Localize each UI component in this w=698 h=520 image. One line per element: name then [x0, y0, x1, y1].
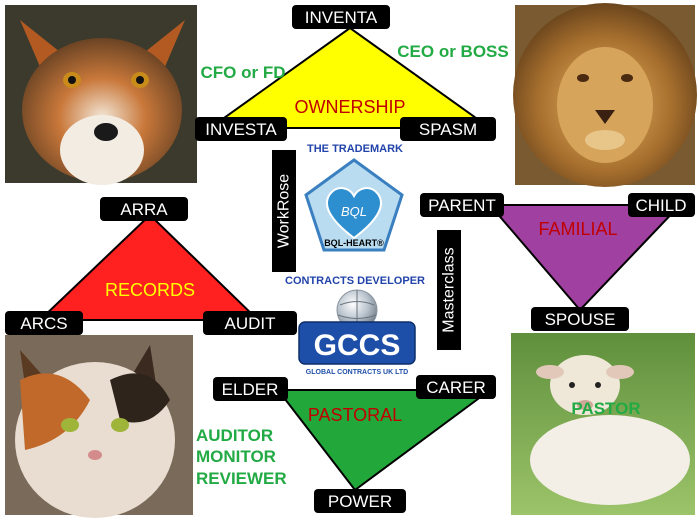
- pastoral-triangle-shape: [275, 389, 494, 492]
- cat-photo: [5, 335, 193, 518]
- carer-tag: [416, 375, 496, 399]
- cfo-label: CFO or FD: [201, 63, 286, 82]
- bql-heart-label: BQL-HEART®: [324, 238, 384, 248]
- masterclass-bar: Masterclass: [437, 230, 461, 350]
- arcs-tag: [5, 311, 83, 335]
- ownership-triangle: OWNERSHIP INVENTA INVESTA SPASM: [195, 5, 496, 141]
- investa-label: INVESTA: [205, 120, 277, 139]
- pastor-label: PASTOR: [571, 399, 640, 418]
- inventa-tag: [292, 5, 390, 29]
- pastoral-triangle: PASTORAL ELDER CARER POWER: [213, 375, 496, 513]
- parent-tag: [420, 193, 504, 217]
- ceo-label: CEO or BOSS: [397, 42, 508, 61]
- power-tag: [314, 489, 406, 513]
- power-label: POWER: [328, 492, 392, 511]
- heart-icon: [326, 187, 382, 240]
- bql-text: BQL: [341, 204, 367, 219]
- pastoral-label: PASTORAL: [308, 405, 402, 425]
- contracts-developer-label: CONTRACTS DEVELOPER: [285, 275, 425, 287]
- bql-logo: BQL BQL-HEART®: [304, 158, 404, 252]
- audit-label: AUDIT: [225, 314, 276, 333]
- records-triangle-shape: [37, 213, 261, 321]
- gccs-text: GCCS: [314, 329, 401, 362]
- fox-photo: [5, 5, 197, 185]
- monitor-label: MONITOR: [196, 447, 276, 466]
- arra-label: ARRA: [120, 200, 168, 219]
- investa-tag: [195, 117, 287, 141]
- arcs-label: ARCS: [20, 314, 67, 333]
- workrose-bar: WorkRose: [272, 150, 296, 272]
- lamb-photo: [511, 333, 695, 515]
- child-tag: [628, 193, 695, 217]
- ownership-label: OWNERSHIP: [294, 97, 405, 117]
- child-label: CHILD: [635, 196, 686, 215]
- records-triangle: RECORDS ARRA ARCS AUDIT: [5, 197, 297, 335]
- familial-triangle: FAMILIAL PARENT CHILD SPOUSE: [420, 193, 695, 331]
- workrose-label: WorkRose: [276, 174, 293, 248]
- gccs-logo: GCCS GLOBAL CONTRACTS UK LTD: [298, 289, 416, 376]
- role-labels: CFO or FD CEO or BOSS AUDITOR MONITOR RE…: [196, 42, 641, 488]
- lion-photo: [513, 3, 697, 187]
- parent-label: PARENT: [428, 196, 496, 215]
- elder-label: ELDER: [222, 380, 279, 399]
- masterclass-label: Masterclass: [441, 247, 458, 332]
- spouse-tag: [531, 307, 629, 331]
- ownership-triangle-shape: [206, 26, 494, 129]
- trademark-label: THE TRADEMARK: [307, 143, 403, 155]
- spouse-label: SPOUSE: [545, 310, 616, 329]
- elder-tag: [213, 377, 288, 401]
- gccs-sub-label: GLOBAL CONTRACTS UK LTD: [306, 369, 408, 376]
- carer-label: CARER: [426, 378, 486, 397]
- arra-tag: [100, 197, 188, 221]
- center-branding: THE TRADEMARK BQL BQL-HEART® CONTRACTS D…: [285, 143, 425, 376]
- gccs-badge: [298, 321, 416, 365]
- records-label: RECORDS: [105, 280, 195, 300]
- spasm-tag: [400, 117, 496, 141]
- familial-triangle-shape: [487, 204, 683, 312]
- reviewer-label: REVIEWER: [196, 469, 287, 488]
- audit-tag: [203, 311, 297, 335]
- inventa-label: INVENTA: [305, 8, 378, 27]
- spasm-label: SPASM: [419, 120, 477, 139]
- familial-label: FAMILIAL: [538, 219, 617, 239]
- auditor-label: AUDITOR: [196, 426, 273, 445]
